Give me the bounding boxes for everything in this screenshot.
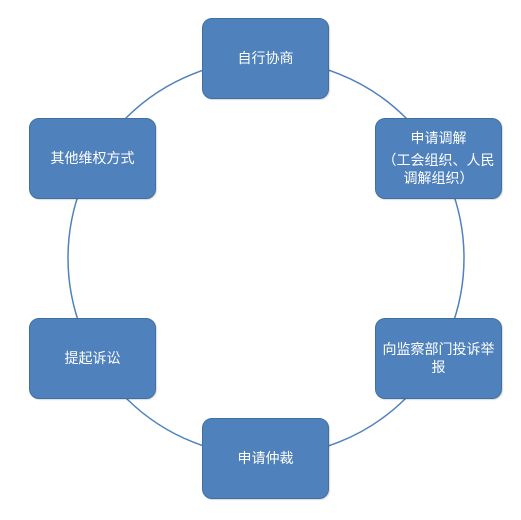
node-litigation-label: 提起诉讼 [64,350,121,367]
node-negotiate: 自行协商 [202,18,329,99]
node-report-label: 向监察部门投诉举报 [382,341,495,376]
node-negotiate-label: 自行协商 [237,50,294,67]
node-arbitration: 申请仲裁 [202,418,329,499]
node-arbitration-label: 申请仲裁 [237,450,294,467]
node-mediation: 申请调解 （工会组织、人民调解组织） [375,118,502,199]
node-litigation: 提起诉讼 [29,318,156,399]
node-other-label: 其他维权方式 [50,150,135,167]
node-other: 其他维权方式 [29,118,156,199]
node-mediation-label: 申请调解 [410,130,467,147]
node-mediation-sublabel: （工会组织、人民调解组织） [382,152,495,187]
node-report: 向监察部门投诉举报 [375,318,502,399]
